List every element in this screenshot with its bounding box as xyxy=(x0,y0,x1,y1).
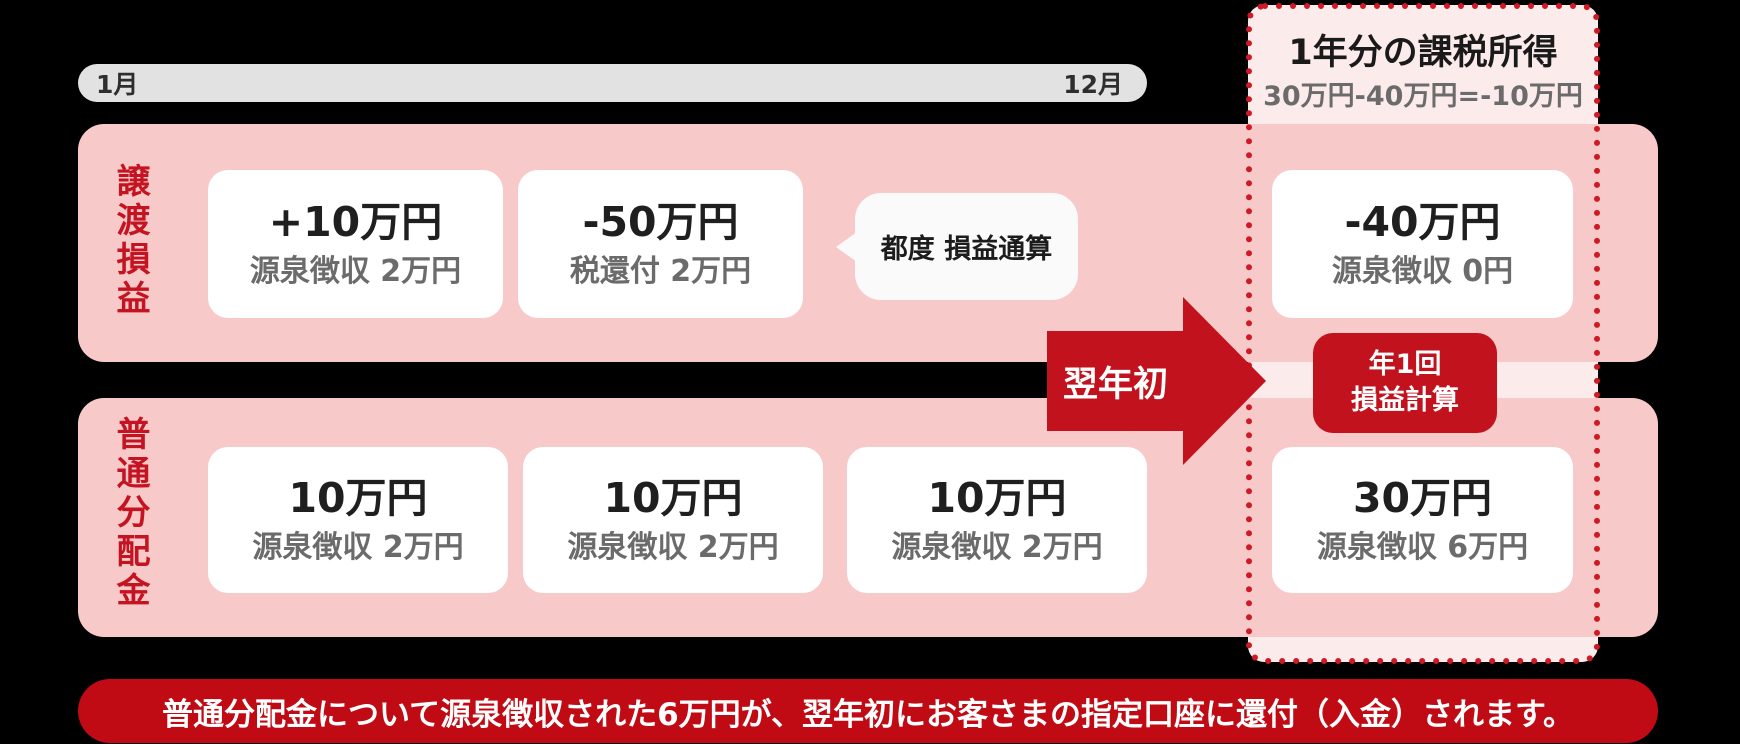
next-year-arrow: 翌年初 xyxy=(1047,331,1184,431)
gain-box-1: +10万円 源泉徴収 2万円 xyxy=(208,170,503,318)
refund-banner: 普通分配金について源泉徴収された6万円が、翌年初にお客さまの指定口座に還付（入金… xyxy=(78,679,1658,743)
refund-banner-text: 普通分配金について源泉徴収された6万円が、翌年初にお客さまの指定口座に還付（入金… xyxy=(162,696,1574,733)
dist-box-3: 10万円 源泉徴収 2万円 xyxy=(847,447,1147,593)
gain-result-note: 源泉徴収 0円 xyxy=(1331,253,1514,289)
annual-calc-badge: 年1回 損益計算 xyxy=(1313,333,1497,433)
dist-box-1: 10万円 源泉徴収 2万円 xyxy=(208,447,508,593)
gain-box-1-amount: +10万円 xyxy=(268,197,443,246)
arrow-head-icon xyxy=(1183,297,1266,465)
distribution-label: 普通分配金 xyxy=(110,416,150,611)
dist-box-3-amount: 10万円 xyxy=(927,473,1067,522)
offset-callout-text: 都度 損益通算 xyxy=(880,234,1053,265)
gain-result-box: -40万円 源泉徴収 0円 xyxy=(1272,170,1573,318)
capital-gains-label: 譲渡損益 xyxy=(110,163,150,319)
dist-box-2-amount: 10万円 xyxy=(603,473,743,522)
timeline-end-label: 12月 xyxy=(1063,70,1123,99)
dist-result-amount: 30万円 xyxy=(1352,473,1493,522)
annual-calc-badge-line2: 損益計算 xyxy=(1351,385,1459,416)
dist-box-1-note: 源泉徴収 2万円 xyxy=(252,529,464,565)
dist-result-box: 30万円 源泉徴収 6万円 xyxy=(1272,447,1573,593)
timeline-bar: 1月 12月 xyxy=(78,64,1147,102)
gain-box-2-amount: -50万円 xyxy=(582,197,739,246)
next-year-arrow-label: 翌年初 xyxy=(1062,364,1168,405)
gain-box-1-note: 源泉徴収 2万円 xyxy=(249,253,462,289)
dist-box-3-note: 源泉徴収 2万円 xyxy=(891,529,1103,565)
annual-panel-title: 1年分の課税所得 xyxy=(1288,33,1558,73)
annual-panel-formula: 30万円-40万円=-10万円 xyxy=(1263,81,1583,112)
timeline-start-label: 1月 xyxy=(96,70,139,99)
gain-box-2-note: 税還付 2万円 xyxy=(569,253,752,289)
gain-box-2: -50万円 税還付 2万円 xyxy=(518,170,803,318)
gain-result-amount: -40万円 xyxy=(1344,197,1501,246)
dist-result-note: 源泉徴収 6万円 xyxy=(1316,529,1529,565)
bubble-tail-icon xyxy=(836,231,857,262)
dist-box-2-note: 源泉徴収 2万円 xyxy=(567,529,779,565)
dist-box-2: 10万円 源泉徴収 2万円 xyxy=(523,447,823,593)
dist-box-1-amount: 10万円 xyxy=(288,473,428,522)
annual-calc-badge-line1: 年1回 xyxy=(1368,348,1442,380)
offset-callout-bubble: 都度 損益通算 xyxy=(836,193,1078,300)
